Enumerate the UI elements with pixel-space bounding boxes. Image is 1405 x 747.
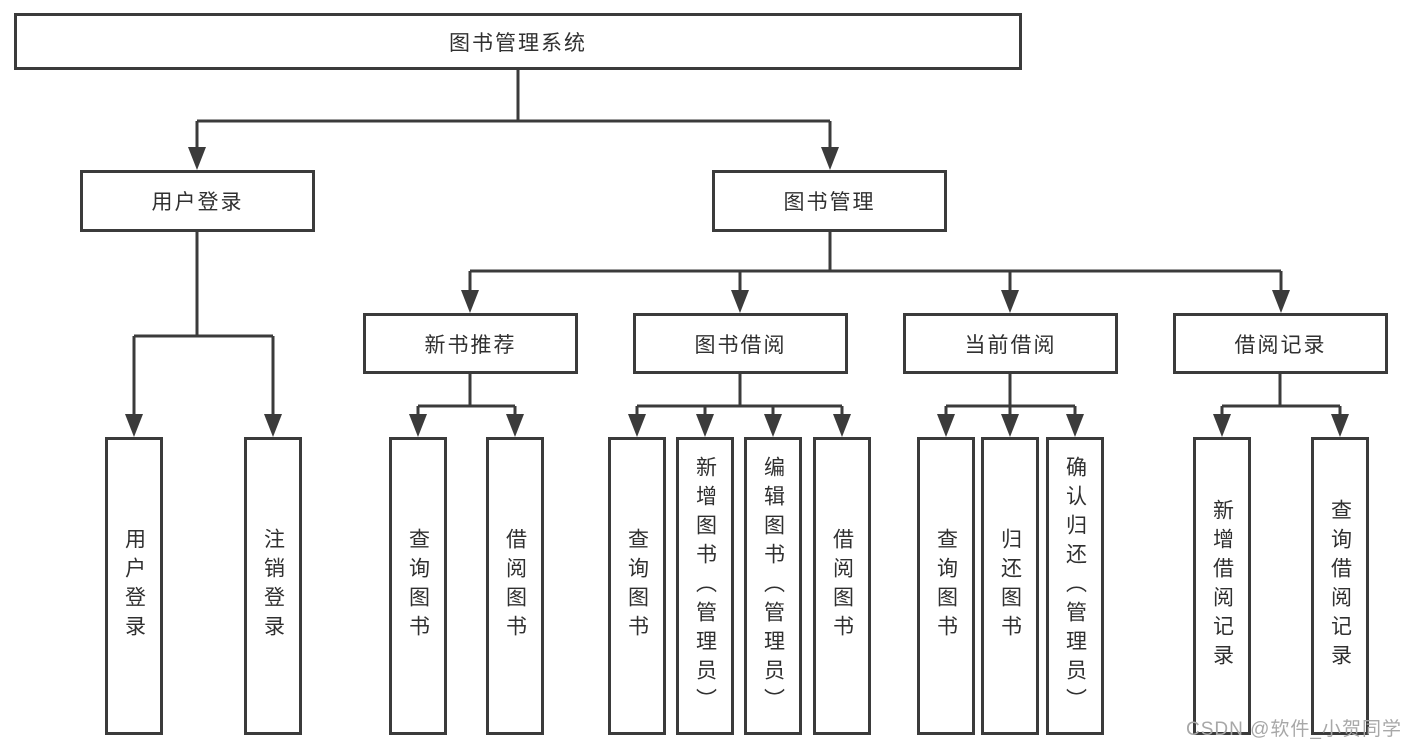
- leaf-current-return-books: 归还图书: [981, 437, 1039, 735]
- node-user-login: 用户登录: [80, 170, 315, 232]
- leaf-recommend-borrow-books: 借阅图书: [486, 437, 544, 735]
- csdn-watermark: CSDN @软件_小贺同学: [1186, 719, 1402, 740]
- leaf-record-add-borrow-record: 新增借阅记录: [1193, 437, 1251, 735]
- leaf-record-query-borrow-record: 查询借阅记录: [1311, 437, 1369, 735]
- leaf-borrow-add-books-admin: 新增图书（管理员）: [676, 437, 734, 735]
- arrowheads: [125, 147, 1349, 437]
- node-book-borrow: 图书借阅: [633, 313, 848, 374]
- leaf-current-query-books: 查询图书: [917, 437, 975, 735]
- node-book-management: 图书管理: [712, 170, 947, 232]
- leaf-user-login: 用户登录: [105, 437, 163, 735]
- leaf-borrow-edit-books-admin: 编辑图书（管理员）: [744, 437, 802, 735]
- node-borrow-record: 借阅记录: [1173, 313, 1388, 374]
- leaf-recommend-query-books: 查询图书: [389, 437, 447, 735]
- node-current-borrow: 当前借阅: [903, 313, 1118, 374]
- node-library-management-system: 图书管理系统: [14, 13, 1022, 70]
- leaf-current-confirm-return-admin: 确认归还（管理员）: [1046, 437, 1104, 735]
- leaf-borrow-borrow-books: 借阅图书: [813, 437, 871, 735]
- leaf-borrow-query-books: 查询图书: [608, 437, 666, 735]
- node-new-book-recommend: 新书推荐: [363, 313, 578, 374]
- leaf-logout: 注销登录: [244, 437, 302, 735]
